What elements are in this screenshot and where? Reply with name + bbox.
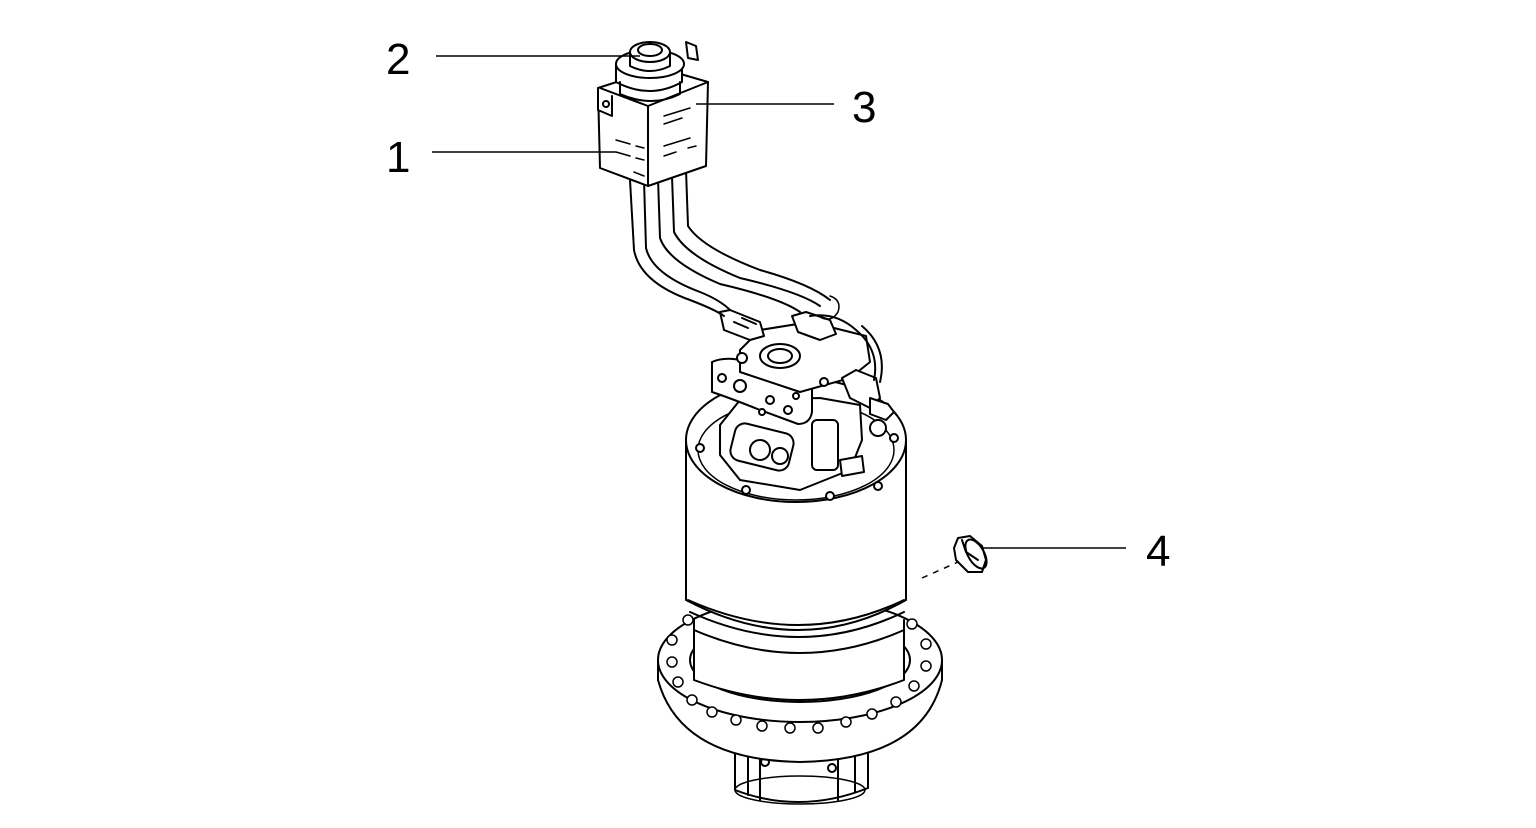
callout-label-2: 2 [386,35,411,84]
wire-harness [629,169,831,317]
flange-bolt-holes [666,614,932,734]
callout-label-4: 4 [1146,527,1171,576]
solenoid-coil [597,67,709,187]
callout-label-1: 1 [386,133,411,182]
install-path-line [921,561,959,579]
callout-label-3: 3 [852,83,877,132]
motor-valve-block [711,295,895,491]
plug-fitting [953,535,988,573]
